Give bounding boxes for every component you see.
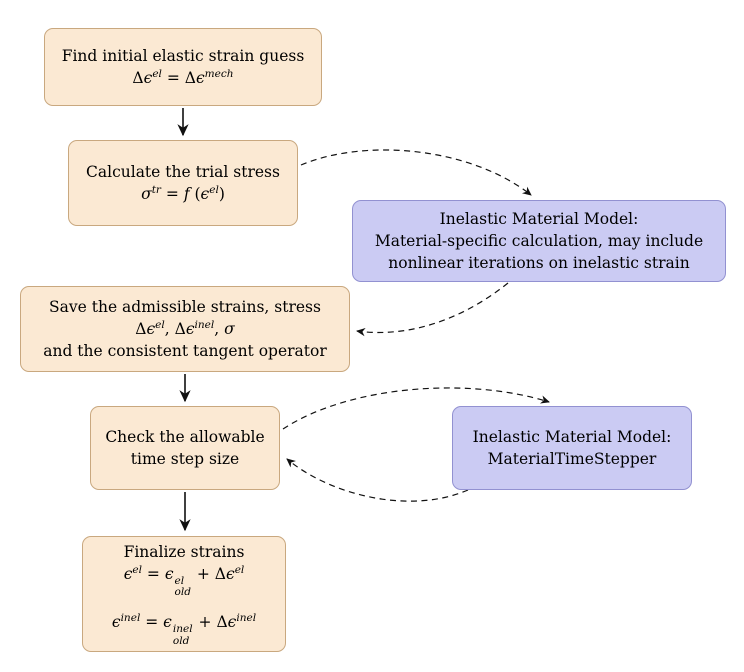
node-material-time-stepper-title: Inelastic Material Model: [472,428,672,446]
node-save-admissible-strains-text-1: Save the admissible strains, stress [49,297,321,316]
node-find-initial-guess: Find initial elastic strain guess Δϵel =… [44,28,322,106]
dashed-arrow-inelastic-model-to-save [356,282,509,337]
node-material-time-stepper: Inelastic Material Model: MaterialTimeSt… [452,406,692,490]
node-inelastic-material-model-title: Inelastic Material Model: [439,210,639,228]
node-find-initial-guess-text: Find initial elastic strain guess [61,46,305,65]
node-finalize-strains-title: Finalize strains [123,543,245,561]
node-material-time-stepper-text: MaterialTimeStepper [487,450,657,468]
node-check-time-step: Check the allowable time step size [90,406,280,490]
node-calculate-trial-stress-text: Calculate the trial stress [86,162,280,181]
node-inelastic-material-model-text-2: nonlinear iterations on inelastic strain [388,254,690,272]
node-check-time-step-text-1: Check the allowable [105,428,265,446]
node-calculate-trial-stress-formula: σtr = f (ϵel) [141,183,225,204]
node-save-admissible-strains-formula: Δϵel, Δϵinel, σ [135,318,235,339]
node-check-time-step-text-2: time step size [130,450,240,468]
node-calculate-trial-stress: Calculate the trial stress σtr = f (ϵel) [68,140,298,226]
node-find-initial-guess-formula: Δϵel = Δϵmech [132,67,234,88]
dashed-arrow-trial-to-inelastic-model [300,149,532,196]
dashed-arrow-time-stepper-to-check [286,458,469,502]
node-save-admissible-strains: Save the admissible strains, stress Δϵel… [20,286,350,372]
node-inelastic-material-model-text-1: Material-specific calculation, may inclu… [374,232,704,250]
node-save-admissible-strains-text-2: and the consistent tangent operator [43,342,327,361]
node-inelastic-material-model: Inelastic Material Model: Material-speci… [352,200,726,282]
